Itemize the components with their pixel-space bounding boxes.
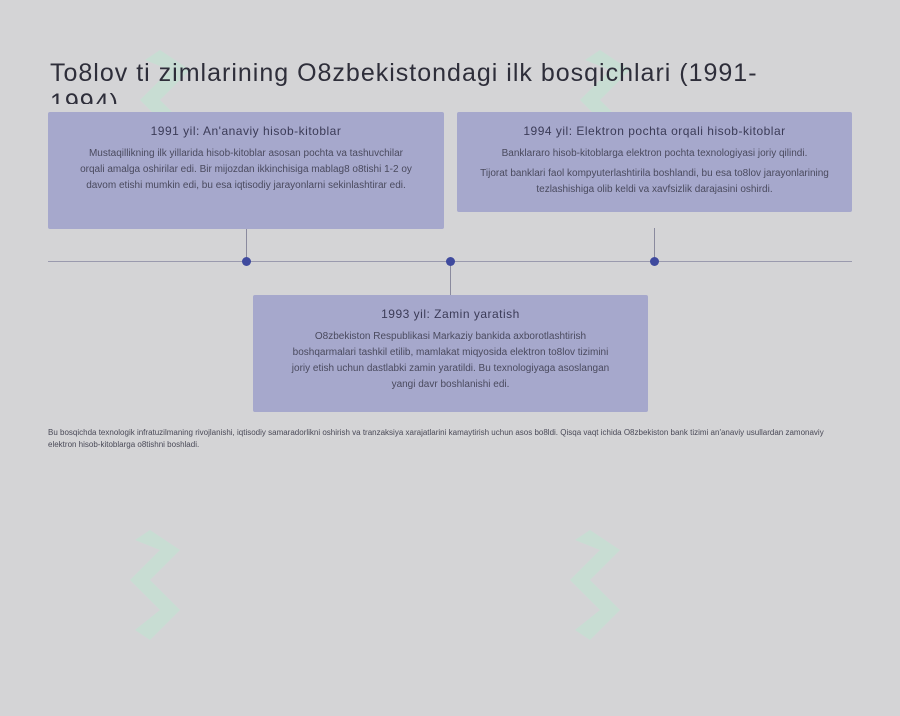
timeline-connector xyxy=(450,261,451,295)
event-description: Mustaqillikning ilk yillarida hisob-kito… xyxy=(80,148,412,191)
timeline-dot xyxy=(446,257,455,266)
event-card-1993: 1993 yil: Zamin yaratish O8zbekiston Res… xyxy=(253,295,648,412)
event-title: 1993 yil: Zamin yaratish xyxy=(381,307,520,321)
watermark xyxy=(550,480,870,680)
footnote: Bu bosqichda texnologik infratuzilmaning… xyxy=(48,428,824,449)
logo-mark-icon xyxy=(570,530,620,640)
timeline-dot xyxy=(242,257,251,266)
timeline-connector xyxy=(654,228,655,261)
timeline-connector xyxy=(246,228,247,261)
event-title: 1994 yil: Elektron pochta orqali hisob-k… xyxy=(523,124,786,138)
watermark xyxy=(110,480,430,680)
event-description: O8zbekiston Respublikasi Markaziy bankid… xyxy=(291,331,610,390)
timeline-dot xyxy=(650,257,659,266)
page-title: To8lov ti zimlarining O8zbekistondagi il… xyxy=(50,59,758,104)
event-card-1991: 1991 yil: An'anaviy hisob-kitoblar Musta… xyxy=(48,112,444,229)
logo-mark-icon xyxy=(130,530,180,640)
event-description: Banklararo hisob-kitoblarga elektron poc… xyxy=(501,148,808,159)
event-card-1994: 1994 yil: Elektron pochta orqali hisob-k… xyxy=(457,112,852,212)
event-description: Tijorat banklari faol kompyuterlashtiril… xyxy=(480,168,829,195)
event-title: 1991 yil: An'anaviy hisob-kitoblar xyxy=(150,124,342,138)
